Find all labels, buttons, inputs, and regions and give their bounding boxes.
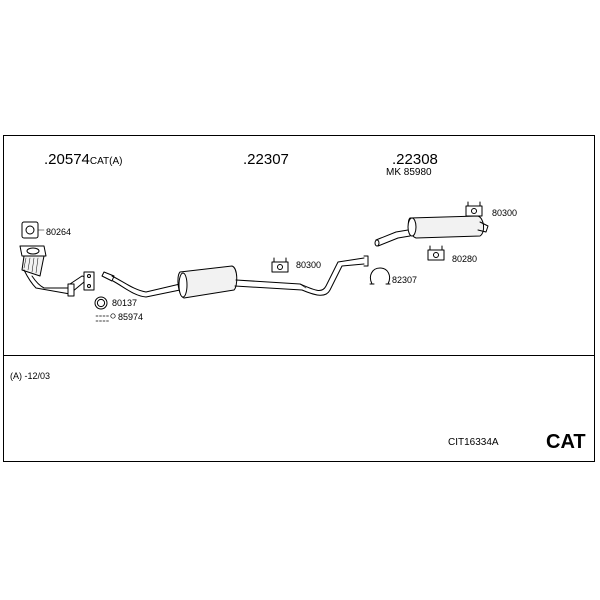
part-suffix: CAT(A) — [89, 156, 123, 167]
bolt-icon — [95, 313, 116, 322]
hanger-mid-number: 80300 — [296, 260, 322, 270]
diagram-code: CIT16334A — [448, 437, 499, 448]
gasket-number: 80264 — [46, 227, 72, 237]
part-20574-label: .20574CAT(A) — [44, 152, 122, 168]
part-22307-label: .22307 — [243, 151, 289, 168]
gasket-icon — [21, 221, 45, 239]
clamp-number: 82307 — [392, 275, 418, 285]
catalytic-converter-icon — [19, 245, 95, 297]
part-22308-label: .22308 — [392, 151, 438, 168]
cat-badge: CAT — [546, 431, 586, 453]
part-22308-sub: MK 85980 — [386, 167, 432, 178]
note-text: (A) -12/03 — [10, 371, 51, 381]
part-number: .20574 — [44, 151, 90, 168]
hanger-rear-top-number: 80300 — [492, 208, 518, 218]
rubber-hanger-icon — [271, 257, 289, 273]
bolt-set-number: 85974 — [118, 312, 144, 322]
diagram-frame — [3, 135, 595, 462]
front-pipe-and-silencer-icon — [101, 255, 369, 299]
ring-number: 80137 — [112, 298, 138, 308]
clamp-icon — [369, 267, 391, 285]
rear-silencer-icon — [374, 215, 489, 247]
legend-divider — [3, 355, 595, 356]
rubber-hanger-icon — [427, 245, 445, 261]
rubber-hanger-icon — [465, 201, 483, 217]
ring-icon — [94, 296, 108, 310]
hanger-rear-bottom-number: 80280 — [452, 254, 478, 264]
